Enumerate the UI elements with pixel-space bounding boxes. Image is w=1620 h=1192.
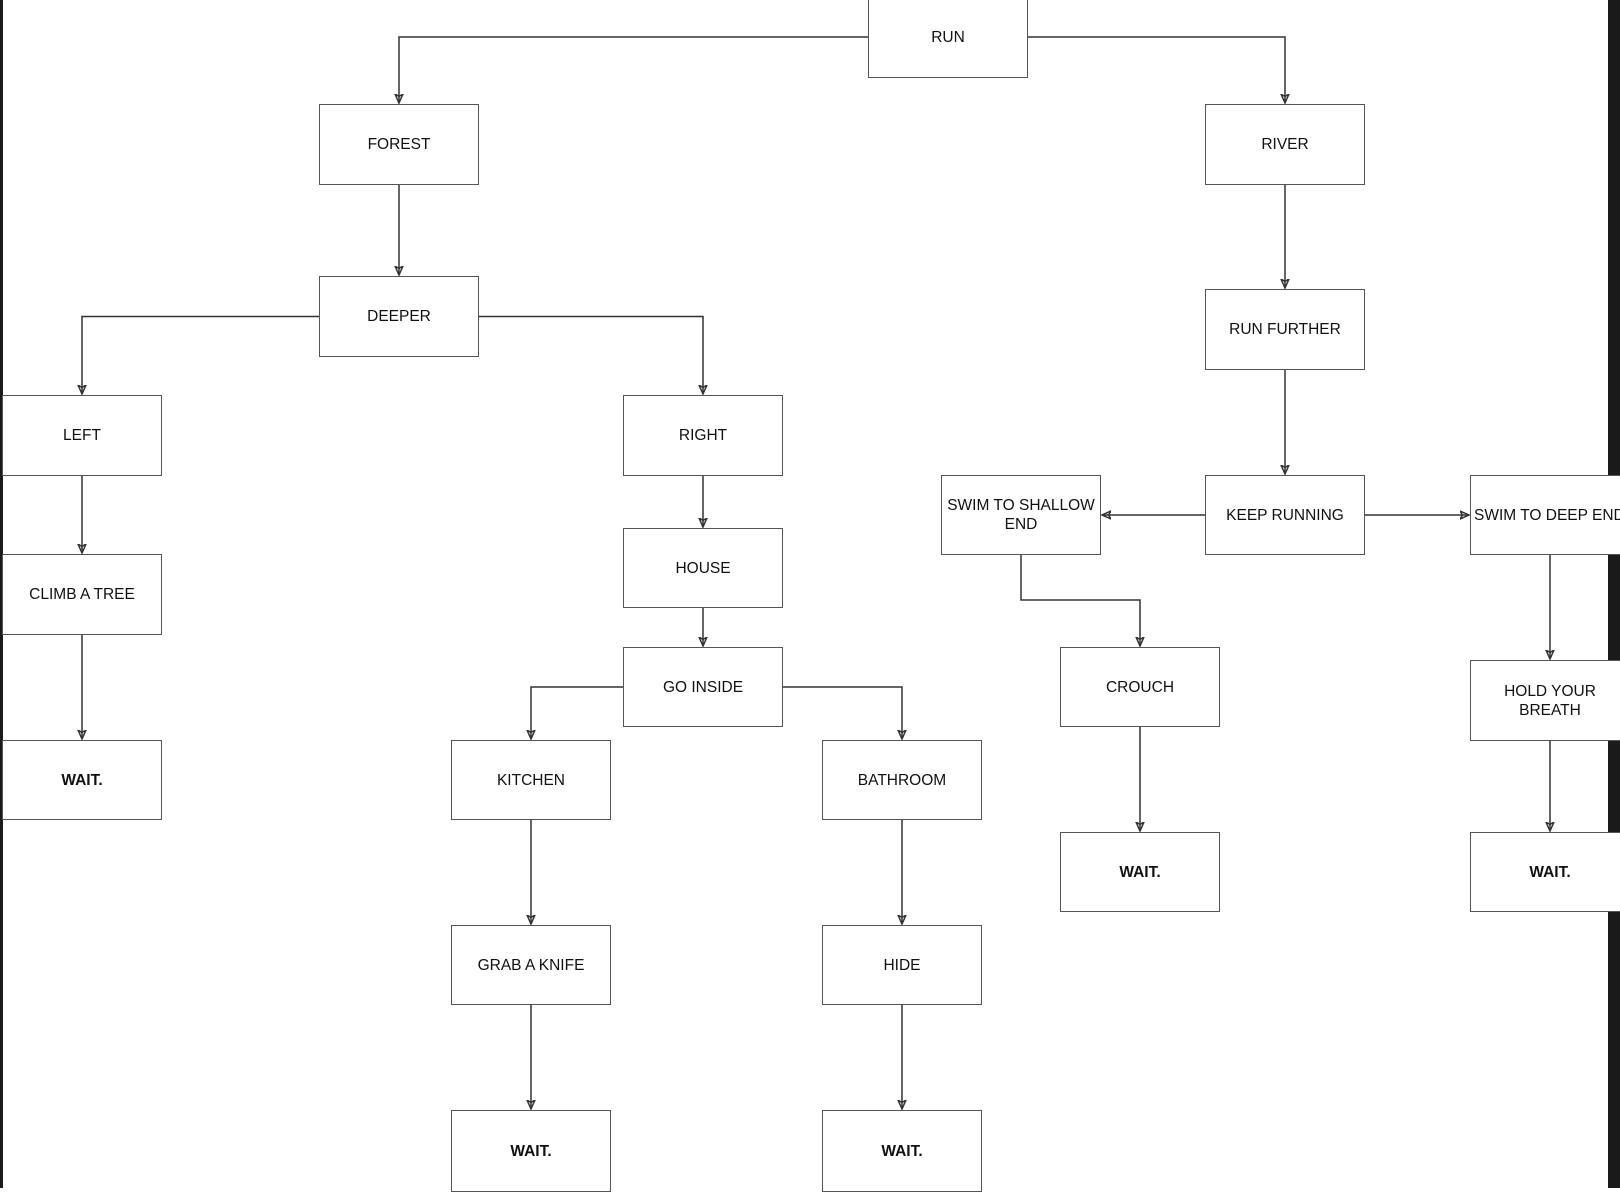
node-swim-to-shallow-end[interactable]: SWIM TO SHALLOW END: [941, 475, 1101, 555]
node-wait-kitchen[interactable]: WAIT.: [451, 1110, 611, 1192]
edge-deeper-to-left: [82, 315, 319, 395]
node-run-further[interactable]: RUN FURTHER: [1205, 289, 1365, 370]
edge-go_inside-to-bathroom: [783, 686, 902, 739]
node-river[interactable]: RIVER: [1205, 104, 1365, 185]
edge-swim_shallow-to-crouch: [1020, 555, 1140, 646]
node-climb-a-tree[interactable]: CLIMB A TREE: [2, 554, 162, 635]
node-go-inside[interactable]: GO INSIDE: [623, 647, 783, 727]
node-bathroom[interactable]: BATHROOM: [822, 740, 982, 820]
node-keep-running[interactable]: KEEP RUNNING: [1205, 475, 1365, 555]
edge-deeper-to-right: [479, 315, 703, 395]
edge-go_inside-to-kitchen: [531, 686, 623, 739]
node-left[interactable]: LEFT: [2, 395, 162, 476]
node-house[interactable]: HOUSE: [623, 528, 783, 608]
node-wait-crouch[interactable]: WAIT.: [1060, 832, 1220, 912]
node-wait-left[interactable]: WAIT.: [2, 740, 162, 820]
node-hold-your-breath[interactable]: HOLD YOUR BREATH: [1470, 660, 1620, 741]
node-hide[interactable]: HIDE: [822, 925, 982, 1005]
node-crouch[interactable]: CROUCH: [1060, 647, 1220, 727]
node-kitchen[interactable]: KITCHEN: [451, 740, 611, 820]
edge-run-to-river: [1028, 36, 1285, 103]
node-deeper[interactable]: DEEPER: [319, 276, 479, 357]
node-wait-deep-end[interactable]: WAIT.: [1470, 832, 1620, 912]
canvas-left-edge: [0, 0, 3, 1188]
node-swim-to-deep-end[interactable]: SWIM TO DEEP END: [1470, 475, 1620, 555]
node-grab-a-knife[interactable]: GRAB A KNIFE: [451, 925, 611, 1005]
node-run[interactable]: RUN: [868, 0, 1028, 78]
edge-run-to-forest: [399, 36, 868, 103]
node-wait-bathroom[interactable]: WAIT.: [822, 1110, 982, 1192]
node-right[interactable]: RIGHT: [623, 395, 783, 476]
node-forest[interactable]: FOREST: [319, 104, 479, 185]
